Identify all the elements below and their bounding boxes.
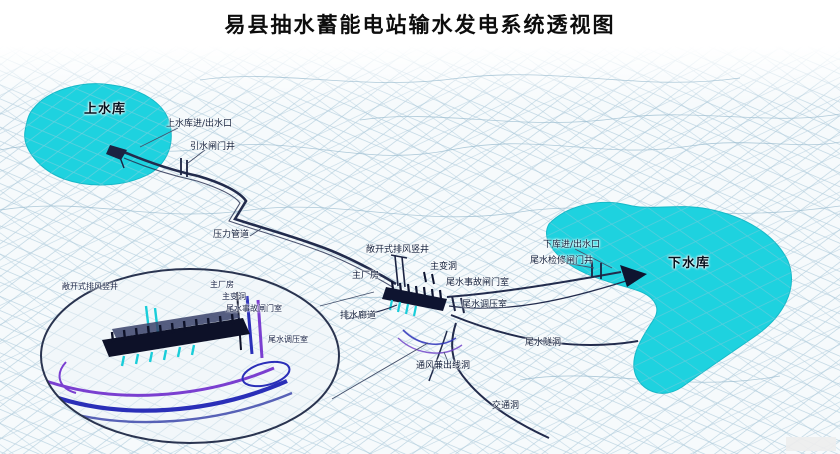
inset-detail: [41, 269, 339, 443]
tailwater-system: [446, 261, 647, 346]
label-lower-inlet: 下库进/出水口: [543, 240, 601, 250]
label-drainage-gallery: 排水廊道: [340, 311, 377, 321]
label-open-exhaust-shaft: 敞开式排风竖井: [366, 245, 430, 255]
label-ventilation-outlet-tunnel: 通风兼出线洞: [416, 361, 471, 371]
upper-intake-structure: [106, 145, 188, 177]
inset-label-tailwater-emergency-gate-chamber: 尾水事故闸门室: [226, 304, 282, 313]
label-tailwater-emergency-gate-chamber: 尾水事故闸门室: [446, 278, 510, 288]
inset-label-open-exhaust-shaft: 敞开式排风竖井: [62, 282, 118, 291]
label-lower-reservoir: 下水库: [668, 256, 711, 271]
label-tailwater-surge-chamber: 尾水调压室: [462, 300, 508, 310]
inset-label-tailwater-surge-chamber: 尾水调压室: [268, 335, 308, 344]
tunnel-lines: [345, 304, 550, 439]
label-main-powerhouse: 主厂房: [352, 271, 380, 281]
label-upper-inlet: 上水库进/出水口: [166, 119, 233, 129]
lower-reservoir-shape: [546, 202, 792, 394]
drainage-gallery-path: [345, 304, 398, 320]
pressure-pipeline: [123, 150, 397, 289]
upper-reservoir-shape: [24, 83, 172, 186]
label-access-tunnel: 交通洞: [492, 401, 520, 411]
watermark: [786, 437, 836, 451]
label-upper-reservoir: 上水库: [84, 102, 127, 117]
label-main-transformer-cavern: 主变洞: [430, 262, 458, 272]
tailwater-tunnel-path: [450, 314, 639, 346]
inset-magnifier-ellipse: [40, 268, 340, 444]
diagram-title: 易县抽水蓄能电站输水发电系统透视图: [224, 13, 616, 37]
label-tailwater-tunnel: 尾水隧洞: [525, 338, 562, 348]
ventilation-tunnel-path: [428, 330, 448, 382]
label-pressure-pipeline: 压力管道: [213, 230, 250, 240]
inset-label-main-transformer-cavern: 主变洞: [222, 292, 246, 301]
inset-label-main-powerhouse: 主厂房: [210, 280, 234, 289]
label-diversion-gate-shaft: 引水闸门井: [190, 142, 236, 152]
label-tailwater-maintenance-gate-shaft: 尾水检修闸门井: [530, 256, 594, 266]
access-tunnel-path: [451, 322, 550, 439]
leader-lines: [139, 127, 613, 400]
powerhouse-complex: [382, 271, 465, 317]
exhaust-shaft: [390, 254, 408, 288]
